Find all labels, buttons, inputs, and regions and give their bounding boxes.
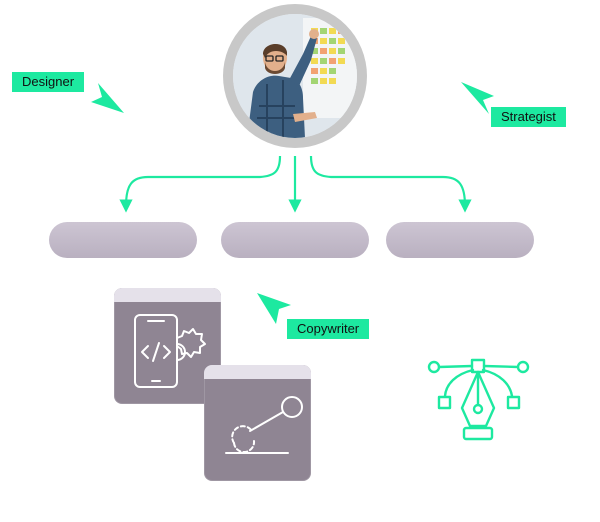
designer-cursor-icon xyxy=(91,83,124,113)
person-at-whiteboard-photo xyxy=(233,14,357,138)
curve-path-icon xyxy=(225,396,303,454)
connector-left xyxy=(119,155,282,213)
connector-right xyxy=(309,155,472,213)
card-header xyxy=(114,288,221,302)
role-tag-designer: Designer xyxy=(12,72,85,92)
placeholder-pill-left xyxy=(49,222,197,258)
pen-tool-bezier-icon xyxy=(427,358,530,441)
card-mobile-dev xyxy=(114,288,221,404)
mobile-code-gear-icon xyxy=(134,314,206,388)
card-curve xyxy=(204,365,311,481)
avatar-photo xyxy=(233,14,357,138)
strategist-cursor-icon xyxy=(461,82,494,114)
role-tag-copywriter: Copywriter xyxy=(287,319,370,339)
avatar xyxy=(223,4,367,148)
placeholder-pill-right xyxy=(386,222,534,258)
placeholder-pill-center xyxy=(221,222,369,258)
card-header xyxy=(204,365,311,379)
role-tag-strategist: Strategist xyxy=(491,107,566,127)
copywriter-cursor-icon xyxy=(257,293,291,324)
